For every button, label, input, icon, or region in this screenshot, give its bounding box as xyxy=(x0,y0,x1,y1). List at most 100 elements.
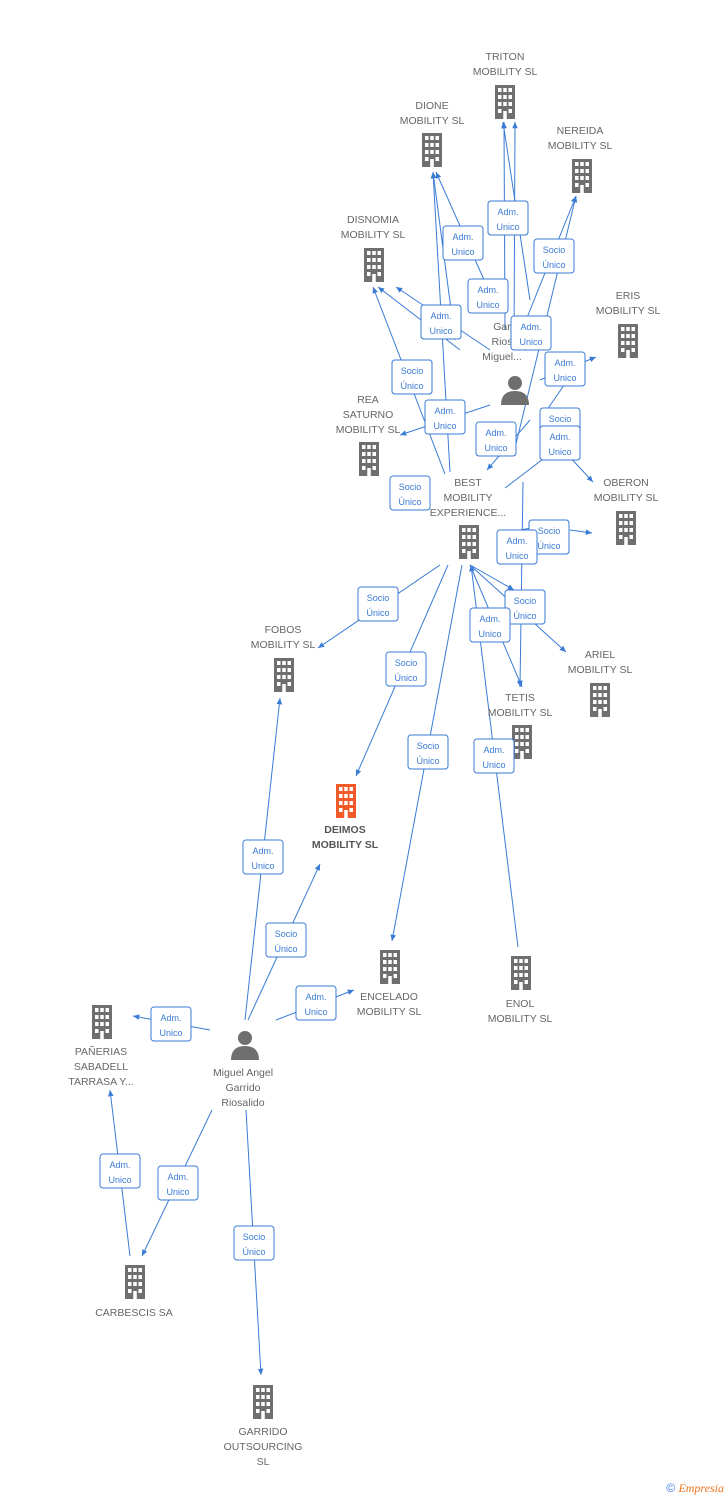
edge-role-text: Unico xyxy=(166,1187,189,1197)
node-label: ARIEL xyxy=(585,649,616,661)
edge-role-text: Adm. xyxy=(452,232,473,242)
edge-role-badge[interactable]: Adm.Unico xyxy=(242,839,284,875)
edge-role-text: Unico xyxy=(484,443,507,453)
edge-role-text: Adm. xyxy=(497,207,518,217)
edge-role-text: Unico xyxy=(429,326,452,336)
edge-role-text: Adm. xyxy=(520,322,541,332)
edge-role-badge[interactable]: Adm. Unico xyxy=(487,200,529,236)
node-label: Miguel... xyxy=(482,351,522,363)
edge-role-text: Adm. xyxy=(477,285,498,295)
edge-role-badge[interactable]: Adm. Unico xyxy=(442,225,484,261)
edge-role-badge[interactable]: Adm.Unico xyxy=(544,351,586,387)
edge-role-badge[interactable]: Adm.Unico xyxy=(295,985,337,1021)
building-icon xyxy=(274,658,294,692)
node-label: DEIMOS xyxy=(324,824,365,836)
edge-role-text: Adm. xyxy=(483,745,504,755)
edge-role-text: Socio xyxy=(538,526,561,536)
node-best[interactable]: BESTMOBILITYEXPERIENCE... xyxy=(430,477,506,559)
edge-role-text: Socio xyxy=(514,596,537,606)
node-label: Garrido xyxy=(225,1082,260,1094)
building-icon xyxy=(125,1265,145,1299)
edge-line xyxy=(517,481,524,688)
edge-role-text: Adm. xyxy=(485,428,506,438)
edge-role-badge[interactable]: Adm.Unico xyxy=(420,304,462,340)
node-label: MOBILITY SL xyxy=(336,424,401,436)
node-label: Riosalido xyxy=(221,1097,264,1109)
edge-role-text: Unico xyxy=(548,447,571,457)
node-label: MOBILITY SL xyxy=(312,839,379,851)
edge-role-text: Adm. xyxy=(252,846,273,856)
edge-role-text: Unico xyxy=(476,300,499,310)
edge-role-badge[interactable]: Adm.Unico xyxy=(510,315,552,351)
node-label: PAÑERIAS xyxy=(75,1045,127,1058)
building-icon xyxy=(459,525,479,559)
node-ariel[interactable]: ARIEL MOBILITY SL xyxy=(568,649,633,717)
edge-role-text: Único xyxy=(400,381,423,391)
edge-role-text: Único xyxy=(542,260,565,270)
node-label: NEREIDA xyxy=(557,125,604,137)
node-label: MOBILITY SL xyxy=(341,229,406,241)
edge-role-badge[interactable]: Adm.Unico xyxy=(424,399,466,435)
person-icon xyxy=(501,376,529,405)
edge-role-text: Unico xyxy=(496,222,519,232)
node-label: TETIS xyxy=(505,692,535,704)
edge-role-badge[interactable]: Adm. Unico xyxy=(475,421,517,457)
edge-role-text: Adm. xyxy=(160,1013,181,1023)
building-icon xyxy=(590,683,610,717)
empresia-logo[interactable]: Empresia xyxy=(678,1481,724,1495)
node-deimos[interactable]: DEIMOS MOBILITY SL xyxy=(312,784,379,851)
edge-role-text: Adm. xyxy=(554,358,575,368)
edge-role-text: Único xyxy=(398,497,421,507)
edge-role-text: Adm. xyxy=(434,406,455,416)
node-label: DIONE xyxy=(415,100,448,112)
edge-role-text: Socio xyxy=(275,929,298,939)
edge-role-badge[interactable]: Adm.Unico xyxy=(539,425,581,461)
edge-role-text: Único xyxy=(242,1247,265,1257)
building-icon xyxy=(92,1005,112,1039)
edge-role-text: Unico xyxy=(478,629,501,639)
edge-role-text: Unico xyxy=(451,247,474,257)
building-icon xyxy=(364,248,384,282)
edge-role-badge[interactable]: Adm.Unico xyxy=(150,1006,192,1042)
node-person2[interactable]: GarRiosMiguel... xyxy=(482,321,529,405)
node-label: MOBILITY SL xyxy=(568,664,633,676)
edge-role-badge[interactable]: Adm.Unico xyxy=(157,1165,199,1201)
edge-role-badge[interactable]: Adm.Unico xyxy=(469,607,511,643)
edge-role-text: Único xyxy=(366,608,389,618)
edge-role-text: Socio xyxy=(399,482,422,492)
edge-role-badge[interactable]: Adm. Unico xyxy=(467,278,509,314)
edge-role-badge[interactable]: Adm.Unico xyxy=(99,1153,141,1189)
edge-role-badge[interactable]: Adm.Unico xyxy=(496,529,538,565)
building-icon xyxy=(253,1385,273,1419)
node-label: ERIS xyxy=(616,290,641,302)
footer: © Empresia xyxy=(666,1481,724,1496)
edge-role-badge[interactable]: Adm.Unico xyxy=(473,738,515,774)
node-label: Rios xyxy=(491,336,512,348)
node-carbescis[interactable]: CARBESCIS SA xyxy=(95,1265,173,1319)
edge-role-text: Unico xyxy=(304,1007,327,1017)
